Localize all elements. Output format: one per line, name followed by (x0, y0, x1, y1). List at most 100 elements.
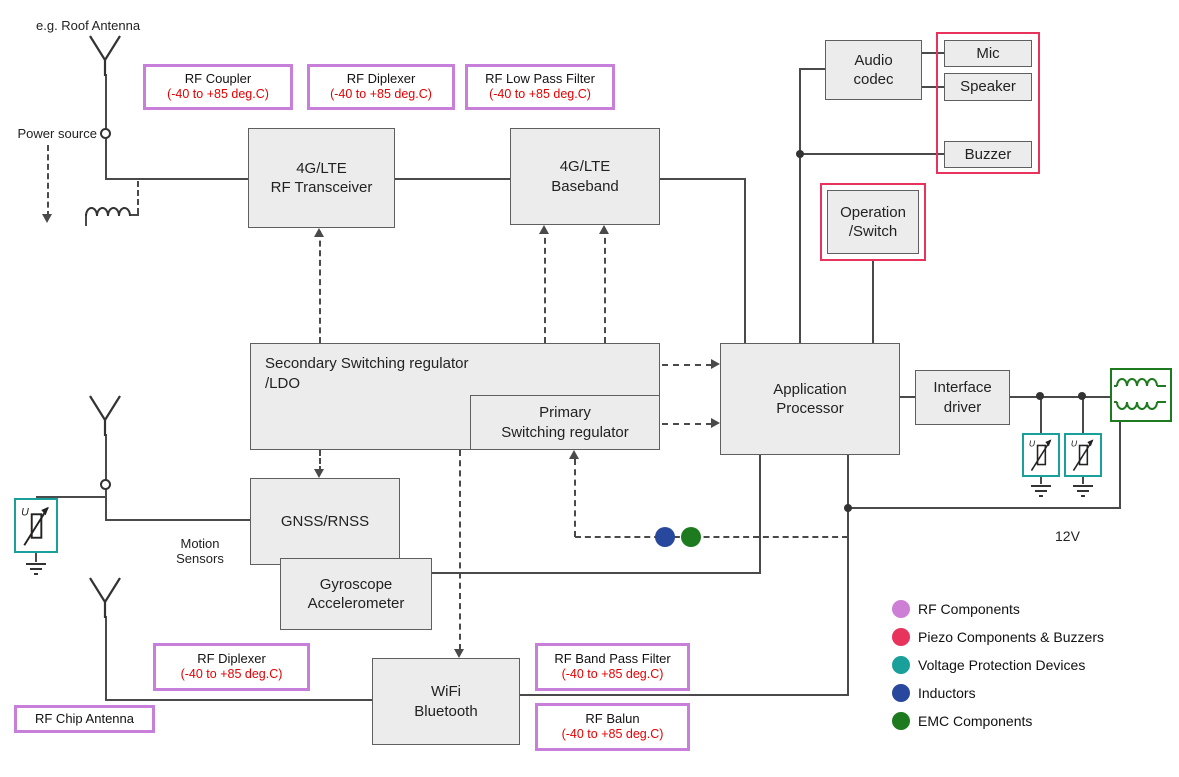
block-audio-codec: Audio codec (825, 40, 922, 100)
arrow-up-baseband1 (539, 225, 549, 234)
rf-coupler-name: RF Coupler (184, 71, 252, 87)
rf-diplexer-bottom-temp: (-40 to +85 deg.C) (180, 667, 283, 682)
wire-coil-hook (85, 214, 87, 226)
wire-varistor1-ground (1040, 477, 1042, 484)
junction-dot (1078, 392, 1086, 400)
legend-emc-label: EMC Components (918, 713, 1033, 729)
wire-mic (922, 52, 944, 54)
varistor-box-right2: U (1064, 433, 1102, 477)
block-application-processor: Application Processor (720, 343, 900, 455)
roof-antenna-icon (89, 35, 121, 76)
arrow-right-ap2 (711, 418, 720, 428)
12v-label: 12V (1055, 528, 1080, 544)
wire-varistor2-ground (1082, 477, 1084, 484)
dashed-power-baseband2 (604, 228, 606, 343)
block-baseband: 4G/LTE Baseband (510, 128, 660, 225)
rf-low-pass-temp: (-40 to +85 deg.C) (489, 87, 591, 102)
wire-audio-riser (799, 68, 801, 345)
wire-12v-riser (1119, 421, 1121, 509)
varistor-icon: U (1071, 438, 1094, 472)
power-source-label: Power source (17, 126, 97, 141)
wire-ap-interface (900, 396, 915, 398)
wifi-antenna-icon (89, 577, 121, 618)
varistor-box-left: U (14, 498, 58, 553)
junction-dot (796, 150, 804, 158)
rf-low-pass-name: RF Low Pass Filter (485, 71, 595, 87)
rf-diplexer-bottom-name: RF Diplexer (197, 651, 266, 667)
block-mic: Mic (944, 40, 1032, 67)
wire-gnss-antenna-lower (105, 489, 107, 521)
wire-12v-horizontal (848, 507, 1121, 509)
svg-text:U: U (1071, 438, 1078, 448)
piezo-group-frame (936, 32, 1040, 174)
block-interface-driver: Interface driver (915, 370, 1010, 425)
dashed-power-wifi (459, 450, 461, 650)
rf-diplexer-bottom-callout: RF Diplexer (-40 to +85 deg.C) (153, 643, 310, 691)
rf-band-pass-callout: RF Band Pass Filter (-40 to +85 deg.C) (535, 643, 690, 691)
antenna-terminal (100, 479, 111, 490)
wire-coil-stub (130, 214, 139, 216)
wire-roof-antenna-down (105, 74, 107, 180)
roof-antenna-label: e.g. Roof Antenna (36, 18, 141, 33)
rf-band-pass-temp: (-40 to +85 deg.C) (561, 667, 664, 682)
legend-inductor-label: Inductors (918, 685, 976, 701)
legend-rf-label: RF Components (918, 601, 1020, 617)
dashed-power-ap1 (662, 364, 712, 366)
rf-diplexer-top-callout: RF Diplexer (-40 to +85 deg.C) (307, 64, 455, 110)
rf-coupler-callout: RF Coupler (-40 to +85 deg.C) (143, 64, 293, 110)
wire-wifi-antenna-down (105, 616, 107, 701)
operation-switch-frame (820, 183, 926, 261)
wire-sensors-ap (432, 572, 761, 574)
rf-low-pass-callout: RF Low Pass Filter (-40 to +85 deg.C) (465, 64, 615, 110)
block-secondary-regulator: Secondary Switching regulator /LDO (250, 343, 660, 450)
rf-diplexer-top-temp: (-40 to +85 deg.C) (330, 87, 432, 102)
rf-chip-antenna-name: RF Chip Antenna (34, 710, 134, 726)
legend-piezo-label: Piezo Components & Buzzers (918, 629, 1104, 645)
svg-text:U: U (21, 506, 29, 518)
wire-antenna-transceiver (106, 178, 250, 180)
block-wifi-bluetooth: WiFi Bluetooth (372, 658, 520, 745)
dashed-coil-link (137, 181, 139, 214)
ground-icon (26, 563, 46, 575)
junction-dot (1036, 392, 1044, 400)
motion-sensors-label: Motion Sensors (176, 536, 224, 566)
wire-interface-emc (1010, 396, 1112, 398)
emc-filter-box (1110, 368, 1172, 422)
power-source-terminal (100, 128, 111, 139)
gnss-antenna-icon (89, 395, 121, 436)
wire-baseband-riser (660, 178, 746, 180)
emc-dot (681, 527, 701, 547)
varistor-icon: U (1029, 438, 1052, 472)
varistor-icon: U (21, 506, 49, 546)
wire-antenna-gnss (106, 519, 251, 521)
dashed-power-transceiver (319, 231, 321, 343)
wire-wifi-ap (520, 694, 849, 696)
rf-coupler-temp: (-40 to +85 deg.C) (167, 87, 269, 102)
varistor-box-right1: U (1022, 433, 1060, 477)
dashed-power-baseband1 (544, 228, 546, 343)
dashed-power-source (47, 145, 49, 217)
rf-chip-antenna-callout: RF Chip Antenna (14, 705, 155, 733)
block-primary-regulator: Primary Switching regulator (470, 395, 660, 450)
wire-varistor2-stub (1082, 396, 1084, 434)
block-speaker: Speaker (944, 73, 1032, 101)
legend-protection-label: Voltage Protection Devices (918, 657, 1086, 673)
block-buzzer: Buzzer (944, 141, 1032, 168)
wire-switch-ap (872, 261, 874, 345)
arrow-up-transceiver (314, 228, 324, 237)
wire-varistor-ground (35, 553, 37, 562)
inductor-coil-icon (85, 207, 131, 217)
block-operation-switch: Operation /Switch (827, 190, 919, 254)
choke-coils-icon (1114, 378, 1166, 410)
legend-piezo-swatch (892, 628, 910, 646)
dashed-12v-feed (575, 536, 848, 538)
svg-text:U: U (1029, 438, 1036, 448)
wire-varistor1-stub (1040, 396, 1042, 434)
block-gnss: GNSS/RNSS (250, 478, 400, 565)
wire-ap-down (847, 455, 849, 696)
arrow-down-gnss (314, 469, 324, 478)
wire-speaker (922, 86, 944, 88)
rf-balun-name: RF Balun (585, 711, 640, 727)
legend-protection-swatch (892, 656, 910, 674)
